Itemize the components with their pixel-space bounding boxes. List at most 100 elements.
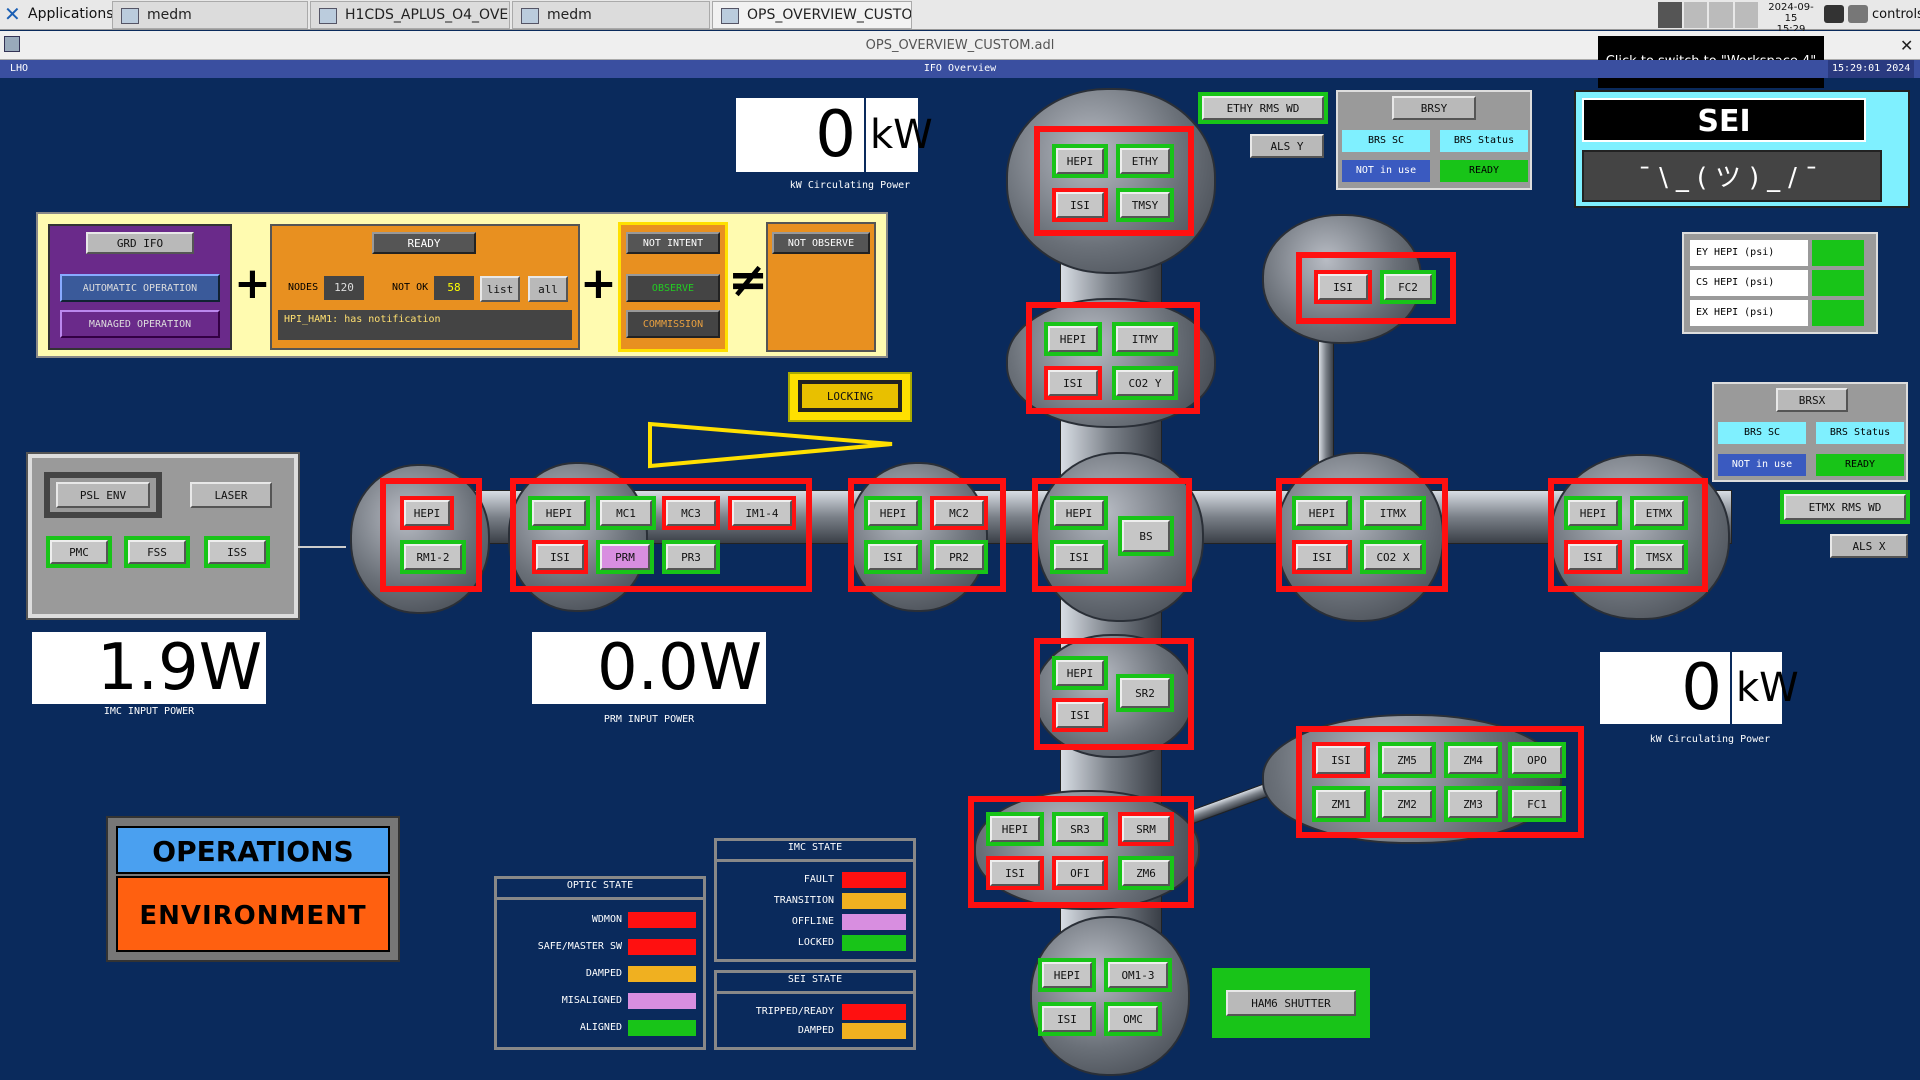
all-button[interactable]: all: [528, 276, 568, 302]
applications-icon[interactable]: ✕: [4, 2, 21, 26]
itmx-itmx-chip[interactable]: ITMX: [1360, 496, 1426, 530]
workspace-1[interactable]: [1658, 2, 1682, 28]
ham3-box: [848, 478, 1006, 592]
sqz-zm3-chip[interactable]: ZM3: [1444, 786, 1502, 822]
ham2-isi-chip[interactable]: ISI: [532, 540, 588, 574]
prm-power-caption: PRM INPUT POWER: [603, 714, 695, 725]
sr2-isi-chip[interactable]: ISI: [1052, 698, 1108, 732]
locking-button[interactable]: LOCKING: [798, 380, 902, 412]
ham6-hepi-chip[interactable]: HEPI: [1038, 958, 1096, 992]
laser-button[interactable]: LASER: [190, 482, 272, 508]
ham1-hepi-chip[interactable]: HEPI: [400, 496, 454, 530]
ham5-isi-chip[interactable]: ISI: [986, 856, 1044, 890]
list-button[interactable]: list: [480, 276, 520, 302]
automatic-operation-button[interactable]: AUTOMATIC OPERATION: [60, 274, 220, 302]
workspace-2[interactable]: [1683, 2, 1707, 28]
window-menu-icon[interactable]: [4, 36, 20, 52]
sr2-sr2-chip[interactable]: SR2: [1116, 674, 1174, 712]
ethy-isi-chip[interactable]: ISI: [1052, 188, 1108, 222]
fss-chip[interactable]: FSS: [124, 536, 190, 568]
ham6-om-chip[interactable]: OM1-3: [1104, 958, 1172, 992]
imc-state-swatch: [842, 935, 906, 951]
ham2-hepi-chip[interactable]: HEPI: [528, 496, 590, 530]
task-medm-2[interactable]: medm: [512, 1, 710, 29]
etmx-hepi-chip[interactable]: HEPI: [1564, 496, 1622, 530]
ham6-shutter-button[interactable]: HAM6 SHUTTER: [1226, 990, 1356, 1016]
task-h1cds[interactable]: H1CDS_APLUS_O4_OVER...: [310, 1, 510, 29]
grd-ifo-button[interactable]: GRD IFO: [86, 232, 194, 254]
itmx-co2-chip[interactable]: CO2 X: [1360, 540, 1426, 574]
ethy-chamber: [1006, 88, 1216, 274]
close-icon[interactable]: ✕: [1900, 36, 1914, 55]
ham5-zm6-chip[interactable]: ZM6: [1118, 856, 1174, 890]
ham6-isi-chip[interactable]: ISI: [1038, 1002, 1096, 1036]
als-y-button[interactable]: ALS Y: [1250, 134, 1324, 158]
ham3-isi-chip[interactable]: ISI: [864, 540, 922, 574]
ham3-pr2-chip[interactable]: PR2: [930, 540, 988, 574]
ham5-hepi-chip[interactable]: HEPI: [986, 812, 1044, 846]
ham6-omc-chip[interactable]: OMC: [1104, 1002, 1162, 1036]
fc-fc2-chip[interactable]: FC2: [1380, 270, 1436, 304]
brsy-button[interactable]: BRSY: [1392, 96, 1476, 120]
sqz-fc1-chip[interactable]: FC1: [1508, 786, 1566, 822]
ethy-rms-wd[interactable]: ETHY RMS WD: [1198, 92, 1328, 124]
bsc-isi-chip[interactable]: ISI: [1050, 540, 1108, 574]
sqz-zm5-chip[interactable]: ZM5: [1378, 742, 1436, 778]
sqz-chamber: [1262, 714, 1562, 844]
fc-isi-chip[interactable]: ISI: [1314, 270, 1372, 304]
brsx-button[interactable]: BRSX: [1776, 388, 1848, 412]
workspace-4[interactable]: [1734, 2, 1758, 28]
ham2-mc1-chip[interactable]: MC1: [596, 496, 656, 530]
itmy-isi-chip[interactable]: ISI: [1044, 366, 1102, 400]
sqz-opo-chip[interactable]: OPO: [1508, 742, 1566, 778]
workspace-switcher[interactable]: [1658, 2, 1758, 28]
ham5-sr3-chip[interactable]: SR3: [1052, 812, 1108, 846]
sqz-isi-chip[interactable]: ISI: [1312, 742, 1370, 778]
task-medm-1[interactable]: medm: [112, 1, 308, 29]
bsc-hepi-chip[interactable]: HEPI: [1050, 496, 1108, 530]
pmc-chip[interactable]: PMC: [46, 536, 112, 568]
als-x-button[interactable]: ALS X: [1830, 534, 1908, 558]
ethy-ethy-chip[interactable]: ETHY: [1116, 144, 1174, 178]
notok-value: 58: [434, 276, 474, 300]
ethy-hepi-chip[interactable]: HEPI: [1052, 144, 1108, 178]
ham2-im-chip[interactable]: IM1-4: [728, 496, 796, 530]
etmx-rms-wd[interactable]: ETMX RMS WD: [1780, 490, 1910, 524]
sqz-zm2-chip[interactable]: ZM2: [1378, 786, 1436, 822]
itmx-isi-chip[interactable]: ISI: [1292, 540, 1352, 574]
imc-state-label: OFFLINE: [791, 916, 834, 927]
itmy-co2-chip[interactable]: CO2 Y: [1112, 366, 1178, 400]
optic-state-label: WDMON: [591, 914, 622, 925]
ham3-hepi-chip[interactable]: HEPI: [864, 496, 922, 530]
ham2-pr3-chip[interactable]: PR3: [662, 540, 720, 574]
psl-env-button[interactable]: PSL ENV: [56, 482, 150, 508]
itmy-itmy-chip[interactable]: ITMY: [1112, 322, 1178, 356]
imc-state-swatch: [842, 893, 906, 909]
itmy-hepi-chip[interactable]: HEPI: [1044, 322, 1102, 356]
window-title: OPS_OVERVIEW_CUSTOM.adl: [865, 38, 1055, 53]
ham5-ofi-chip[interactable]: OFI: [1052, 856, 1108, 890]
ham5-srm-chip[interactable]: SRM: [1118, 812, 1174, 846]
tray-icon[interactable]: [1824, 5, 1844, 23]
iss-chip[interactable]: ISS: [204, 536, 270, 568]
commission-button[interactable]: COMMISSION: [626, 310, 720, 338]
task-ops-overview[interactable]: OPS_OVERVIEW_CUSTOM...: [712, 1, 912, 29]
bsc-bs-chip[interactable]: BS: [1118, 516, 1174, 556]
etmx-etmx-chip[interactable]: ETMX: [1630, 496, 1688, 530]
ethy-tmsy-chip[interactable]: TMSY: [1116, 188, 1174, 222]
sqz-zm4-chip[interactable]: ZM4: [1444, 742, 1502, 778]
ham2-mc3-chip[interactable]: MC3: [662, 496, 720, 530]
itmx-hepi-chip[interactable]: HEPI: [1292, 496, 1352, 530]
ham3-mc2-chip[interactable]: MC2: [930, 496, 988, 530]
ham2-prm-chip[interactable]: PRM: [596, 540, 654, 574]
ham1-rm-chip[interactable]: RM1-2: [400, 540, 466, 574]
user-icon[interactable]: [1848, 5, 1868, 23]
etmx-tmsx-chip[interactable]: TMSX: [1630, 540, 1688, 574]
sr2-hepi-chip[interactable]: HEPI: [1052, 656, 1108, 690]
applications-menu[interactable]: Applications: [28, 6, 114, 22]
etmx-isi-chip[interactable]: ISI: [1564, 540, 1622, 574]
managed-operation-button[interactable]: MANAGED OPERATION: [60, 310, 220, 338]
observe-button[interactable]: OBSERVE: [626, 274, 720, 302]
sqz-zm1-chip[interactable]: ZM1: [1312, 786, 1370, 822]
workspace-3[interactable]: [1709, 2, 1733, 28]
